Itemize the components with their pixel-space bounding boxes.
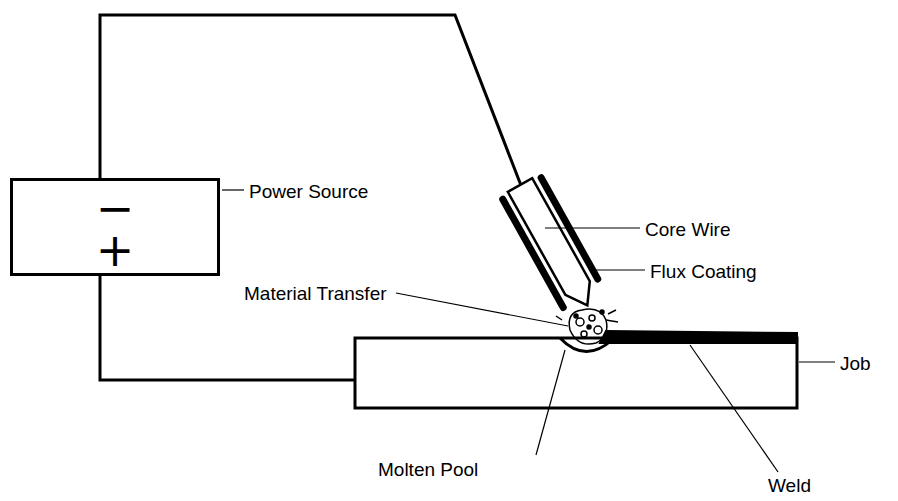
part-label: Flux Coating xyxy=(648,261,759,282)
weld-bead xyxy=(600,331,797,343)
molten-pool xyxy=(560,338,612,352)
part-label: Molten Pool xyxy=(376,459,480,480)
part-label: Material Transfer xyxy=(242,283,389,304)
part-label: Power Source xyxy=(247,181,370,202)
flux-coating-left xyxy=(503,199,563,307)
positive-terminal: + xyxy=(13,227,217,273)
job-plate xyxy=(355,338,797,408)
part-label: Job xyxy=(838,353,873,374)
part-label: Core Wire xyxy=(643,219,733,240)
leader-lines xyxy=(222,190,835,472)
electrode xyxy=(501,174,607,316)
electrode-cable xyxy=(100,15,522,188)
material-transfer-droplets xyxy=(556,309,618,344)
negative-terminal: − xyxy=(13,185,217,231)
part-label: Weld xyxy=(766,475,813,496)
power-source-box: −+ xyxy=(10,178,220,276)
